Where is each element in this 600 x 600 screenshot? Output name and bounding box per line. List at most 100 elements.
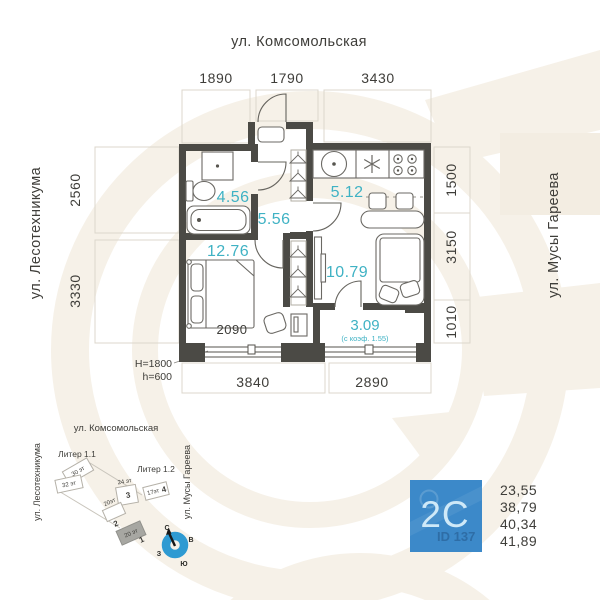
- compass-south-label: Ю: [180, 561, 187, 568]
- room-label-balcony-note: (с коэф. 1.55): [341, 334, 389, 343]
- sofa-cushion: [399, 280, 421, 298]
- dining-table: [360, 210, 425, 229]
- street-labels: ул. Комсомольская ул. Лесотехникума ул. …: [28, 34, 562, 299]
- compass-needle: [167, 532, 177, 547]
- badge-watermark-circle: [419, 489, 439, 509]
- bed-lines: [205, 259, 255, 328]
- kitchen-fixtures: [312, 149, 425, 229]
- site-building-32: 32 эт: [54, 474, 84, 494]
- hall-fixtures: [257, 126, 308, 306]
- building-number: 3: [125, 490, 131, 500]
- toilet-tank: [185, 180, 194, 202]
- window-height-note-1: H=1800: [135, 358, 172, 370]
- dim-left-1: 2560: [67, 173, 83, 207]
- site-building-2: 20эт 2: [101, 498, 127, 529]
- room-label-hall: 5.56: [258, 211, 291, 228]
- building-floors-label: 24 эт: [117, 478, 132, 486]
- street-top: ул. Комсомольская: [231, 34, 367, 50]
- building-number: 1: [138, 535, 146, 545]
- site-street-top: ул. Комсомольская: [74, 423, 159, 434]
- site-building-3: 24 эт 3: [115, 478, 139, 507]
- counter-dividers: [355, 150, 390, 178]
- bed: [187, 259, 255, 329]
- compass-ring: [161, 531, 189, 559]
- window-height-note-2: h=600: [143, 371, 173, 383]
- unit-id-label: ID 137: [437, 529, 475, 544]
- door-swings: [254, 93, 362, 308]
- unit-type-badge: [410, 480, 482, 552]
- room-label-bathroom: 4.56: [217, 189, 250, 206]
- windows: [205, 344, 416, 358]
- site-plan: ул. Комсомольская Литер 1.1 Литер 1.2 ул…: [32, 423, 194, 568]
- site-street-left: ул. Лесотехникума: [32, 443, 42, 521]
- site-building-4: 17эт 4: [142, 481, 170, 501]
- living-fixtures: [313, 233, 425, 306]
- room-label-balcony: 3.09: [350, 317, 379, 334]
- site-street-right: ул. Мусы Гареева: [182, 445, 192, 519]
- lower-wardrobe: [290, 240, 307, 306]
- dining-chair: [368, 192, 387, 210]
- building-floors-label: 32 эт: [62, 481, 77, 490]
- building-floors-label: 20 эт: [124, 528, 139, 539]
- sink-drain: [332, 162, 336, 166]
- building-floors-label: 17эт: [147, 488, 161, 497]
- pillow: [190, 295, 204, 324]
- building-number: 4: [161, 485, 168, 495]
- room-label-kitchen: 5.12: [331, 184, 364, 201]
- upper-wardrobe: [290, 149, 307, 202]
- area-value: 23,55: [500, 482, 537, 498]
- fridge-snowflake-icon: [363, 155, 381, 173]
- street-left: ул. Лесотехникума: [28, 166, 44, 299]
- sofa-cushion: [378, 284, 400, 304]
- building-number: 2: [112, 518, 120, 528]
- dim-left-2: 3330: [67, 274, 83, 308]
- dim-right-3: 1010: [443, 305, 459, 339]
- dining-chair: [395, 192, 414, 210]
- site-building-1-highlighted: 20 эт 1: [115, 520, 147, 546]
- dimension-labels: 1890 1790 3430 2560 3330 1500 3150 1010 …: [67, 70, 459, 390]
- unit-card: 2С ID 137 23,55 38,79 40,34 41,89: [410, 480, 537, 552]
- dim-bedroom-width: 2090: [217, 322, 248, 337]
- stove-burners-icon: [393, 154, 417, 176]
- room-area-labels: 4.56 5.56 5.12 12.76 10.79 3.09 (с коэф.…: [207, 184, 389, 343]
- area-value: 40,34: [500, 516, 537, 532]
- walls: [179, 122, 431, 362]
- pillow: [190, 263, 204, 292]
- bathtub: [186, 205, 251, 235]
- window-mullion: [247, 344, 256, 355]
- dim-bottom-1: 3840: [236, 374, 270, 390]
- site-liter-1: Литер 1.1: [58, 449, 96, 459]
- washing-machine-dot: [215, 164, 220, 168]
- bedroom-fixtures: [186, 259, 308, 337]
- desk-chair: [263, 312, 287, 334]
- area-value: 41,89: [500, 533, 537, 549]
- compass-north-label: С: [164, 525, 169, 532]
- room-label-bedroom: 12.76: [207, 243, 249, 260]
- area-value: 38,79: [500, 499, 537, 515]
- unit-type-label: 2С: [420, 494, 469, 535]
- toilet-bowl: [192, 180, 216, 202]
- dim-top-1: 1890: [199, 70, 233, 86]
- hanger-icons: [288, 151, 308, 298]
- desk: [290, 313, 308, 337]
- tv-screen: [320, 253, 327, 283]
- dim-top-2: 1790: [270, 70, 304, 86]
- compass: С В Ю З: [157, 525, 194, 568]
- bed-knob: [186, 259, 192, 265]
- dim-bottom-2: 2890: [355, 374, 389, 390]
- compass-west-label: З: [157, 551, 162, 558]
- dim-right-2: 3150: [443, 230, 459, 264]
- dim-top-3: 3430: [361, 70, 395, 86]
- site-liter-2: Литер 1.2: [137, 464, 175, 474]
- desk-monitor: [293, 316, 299, 333]
- window-mullion: [364, 344, 374, 355]
- street-right: ул. Мусы Гареева: [546, 172, 562, 298]
- badge-watermark-band: [410, 486, 482, 536]
- compass-east-label: В: [188, 537, 193, 544]
- compass-needle-tip: [166, 527, 172, 535]
- dim-right-1: 1500: [443, 163, 459, 197]
- bathtub-drain: [197, 218, 201, 222]
- bathtub-inner: [190, 208, 247, 232]
- entry-cabinet: [257, 126, 285, 143]
